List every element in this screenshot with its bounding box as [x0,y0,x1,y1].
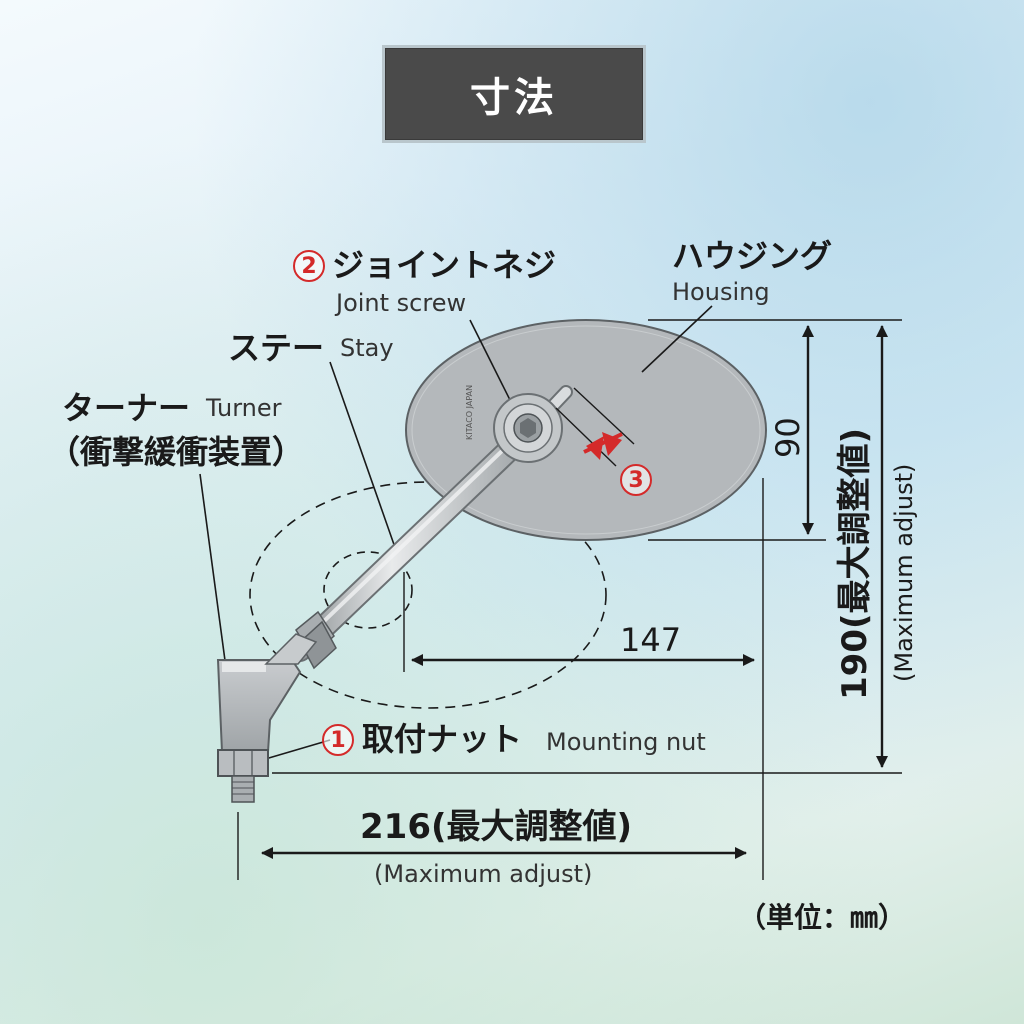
adjust-range-small [323,551,413,629]
joint-screw [493,393,563,463]
leader-nut [261,739,331,761]
dim-label-216: 216(最大調整値) [360,807,633,847]
label-housing-en: Housing [672,278,770,306]
label-mounting-nut-jp: 取付ナット [362,720,523,758]
label-joint-screw-en: Joint screw [336,289,467,317]
label-turner-en: Turner [206,394,282,422]
label-joint-screw-jp: ジョイントネジ [332,246,557,284]
label-turner-sub: （衝撃緩衝装置） [48,433,305,471]
marker-joint-screw-number: 2 [293,250,325,282]
page-title: 寸法 [382,45,646,143]
dim-label-190: 190(最大調整値) [835,427,875,700]
label-stay-en: Stay [340,334,394,362]
marker-mounting-nut-number: 1 [322,724,354,756]
label-housing-jp: ハウジング [672,237,833,275]
housing [405,319,767,541]
adjust-range-large [249,481,607,709]
mirror-brand-text: KITACO JAPAN [465,385,474,440]
label-mounting-nut-en: Mounting nut [546,728,706,756]
dim-label-190-sub: (Maximum adjust) [890,463,918,682]
leader-stay [329,361,399,557]
label-stay-jp: ステー [228,329,325,367]
dim-label-147: 147 [620,621,682,659]
dim-label-90: 90 [769,417,807,458]
marker-3-number: 3 [620,464,652,496]
stay-arm [288,418,542,662]
dim-label-216-sub: (Maximum adjust) [374,860,593,888]
adjust-marker-3 [555,387,635,467]
threaded-bolt [231,775,255,803]
unit-note: （単位：㎜） [738,901,907,934]
label-turner-jp: ターナー [62,389,191,427]
leader-turner [199,473,227,669]
turner-body [216,633,318,753]
mounting-nut [217,749,269,777]
leader-housing [641,305,713,373]
